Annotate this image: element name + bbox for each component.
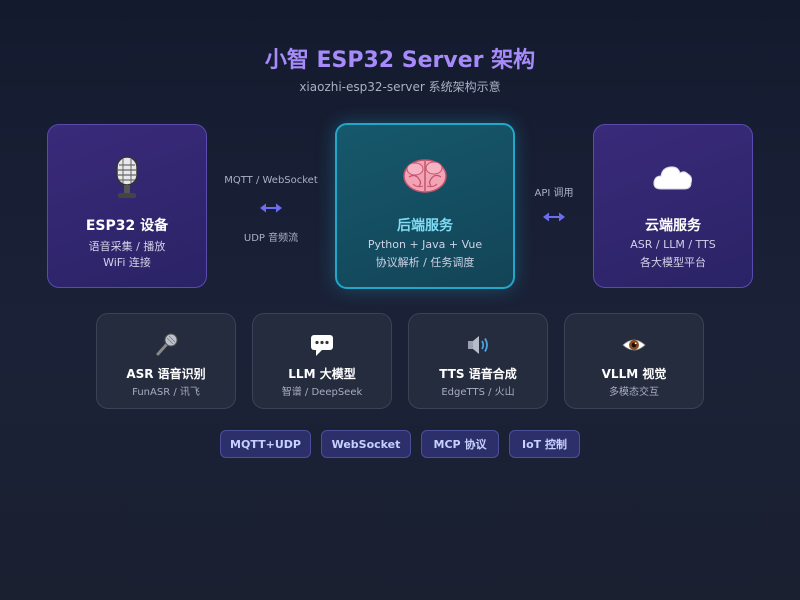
speech-bubble-icon	[253, 332, 391, 358]
double-arrow-icon	[522, 211, 586, 223]
backend-service-card: 后端服务 Python + Java + Vue 协议解析 / 任务调度	[335, 123, 515, 289]
page-title: 小智 ESP32 Server 架构	[264, 48, 536, 73]
brain-icon	[337, 155, 513, 201]
llm-module-providers: 智谱 / DeepSeek	[281, 387, 363, 398]
vllm-module-card: VLLM 视觉 多模态交互	[564, 313, 704, 409]
llm-module-card: LLM 大模型 智谱 / DeepSeek	[252, 313, 392, 409]
asr-module-card: ASR 语音识别 FunASR / 讯飞	[96, 313, 236, 409]
backend-service-desc-1: Python + Java + Vue	[367, 238, 483, 251]
esp32-device-title: ESP32 设备	[85, 218, 169, 234]
backend-service-title: 后端服务	[397, 218, 453, 234]
cloud-service-desc-1: ASR / LLM / TTS	[630, 238, 716, 251]
esp32-device-desc-2: WiFi 连接	[103, 256, 151, 269]
vllm-module-desc: 多模态交互	[609, 387, 659, 398]
cloud-service-desc-2: 各大模型平台	[640, 256, 706, 269]
backend-service-desc-2: 协议解析 / 任务调度	[375, 256, 475, 269]
speaker-icon	[409, 332, 547, 358]
tag-mqtt-udp: MQTT+UDP	[220, 430, 311, 458]
llm-module-title: LLM 大模型	[288, 367, 356, 381]
tts-module-title: TTS 语音合成	[439, 367, 517, 381]
double-arrow-icon	[215, 202, 327, 214]
cloud-service-card: 云端服务 ASR / LLM / TTS 各大模型平台	[593, 124, 753, 288]
tts-module-providers: EdgeTTS / 火山	[441, 387, 515, 398]
page-subtitle: xiaozhi-esp32-server 系统架构示意	[299, 80, 501, 94]
vllm-module-title: VLLM 视觉	[601, 367, 667, 381]
cloud-icon	[594, 155, 752, 201]
tag-mcp: MCP 协议	[421, 430, 499, 458]
connector-udp-label: UDP 音频流	[243, 233, 299, 244]
connector-mqtt-websocket-label: MQTT / WebSocket	[224, 175, 318, 186]
asr-module-providers: FunASR / 讯飞	[132, 387, 200, 398]
microphone-icon	[97, 332, 235, 358]
microphone-icon	[48, 155, 206, 201]
esp32-device-desc-1: 语音采集 / 播放	[88, 240, 166, 253]
esp32-device-card: ESP32 设备 语音采集 / 播放 WiFi 连接	[47, 124, 207, 288]
eye-icon	[565, 332, 703, 358]
asr-module-title: ASR 语音识别	[126, 367, 206, 381]
connector-api-label: API 调用	[534, 188, 574, 199]
tts-module-card: TTS 语音合成 EdgeTTS / 火山	[408, 313, 548, 409]
tag-websocket: WebSocket	[321, 430, 411, 458]
cloud-service-title: 云端服务	[645, 218, 701, 234]
tag-iot: IoT 控制	[509, 430, 580, 458]
